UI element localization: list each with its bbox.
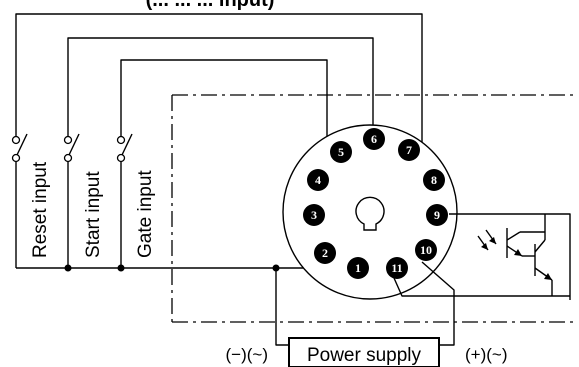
junction-dot xyxy=(117,264,125,272)
socket-pin-number: 3 xyxy=(311,208,317,222)
header-text: (... ... ... input) xyxy=(146,0,275,11)
socket-pin xyxy=(386,257,408,279)
socket-pin-number: 10 xyxy=(420,243,432,257)
negative-polarity-label: (−)(~) xyxy=(226,345,269,364)
common-line xyxy=(16,255,319,269)
power-lead-negative xyxy=(275,268,289,346)
socket-pin-number: 7 xyxy=(406,143,412,157)
junction-dot xyxy=(64,264,72,272)
socket-pin xyxy=(330,141,352,163)
reset-input-label: Reset input xyxy=(30,161,51,258)
socket-pin xyxy=(314,242,336,264)
positive-polarity-label: (+)(~) xyxy=(465,345,508,364)
wire-reset-to-pin7 xyxy=(15,13,423,148)
socket-pin xyxy=(363,128,385,150)
power-supply-box xyxy=(288,337,440,367)
socket-pin-number: 5 xyxy=(338,145,344,159)
gate-switch xyxy=(116,126,133,268)
socket-pin-number: 9 xyxy=(434,208,440,222)
start-switch xyxy=(63,126,80,268)
start-input-label: Start input xyxy=(83,171,104,258)
socket-pin-number: 6 xyxy=(371,132,377,146)
socket-pin xyxy=(423,169,445,191)
socket-pin-number: 1 xyxy=(355,261,361,275)
socket-pin-number: 4 xyxy=(315,173,321,187)
socket-pins: 1 2 3 4 5 6 7 8 9 10 11 xyxy=(303,128,448,279)
device-enclosure xyxy=(171,94,576,323)
socket-pin xyxy=(415,239,437,261)
power-supply-label: Power supply xyxy=(307,345,422,366)
wire-gate-to-pin5 xyxy=(120,59,328,140)
reset-switch xyxy=(11,126,28,268)
wire-start-to-pin6 xyxy=(67,37,374,132)
socket-pin xyxy=(426,204,448,226)
socket-keyway xyxy=(355,196,385,231)
socket-pin xyxy=(303,204,325,226)
gate-input-label: Gate input xyxy=(135,170,156,258)
socket-pin xyxy=(307,169,329,191)
power-lead-positive xyxy=(421,261,455,346)
socket-pin-number: 11 xyxy=(391,261,402,275)
socket-pin xyxy=(347,257,369,279)
socket-pin-number: 2 xyxy=(322,246,328,260)
socket-pin-number: 8 xyxy=(431,173,437,187)
output-transistor-circuit xyxy=(393,213,571,300)
socket-pin xyxy=(398,139,420,161)
